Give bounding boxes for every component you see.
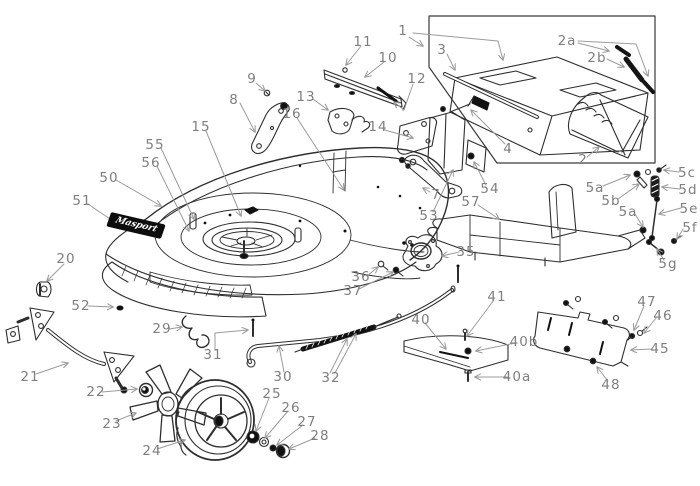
bracket-part8 [251, 89, 290, 154]
spoke-adapter-part23 [129, 364, 207, 443]
nut-part27 [269, 444, 277, 452]
baffle-part40 [403, 328, 509, 382]
frame-part57 [427, 183, 646, 267]
screw-part11 [342, 67, 348, 73]
handle-trim-bar-part10 [323, 67, 407, 111]
bearing-part22 [138, 382, 154, 398]
bolt-5f [670, 235, 682, 245]
wheel-part24 [175, 379, 255, 461]
bolt-part40a [464, 369, 472, 382]
latch-spring-part16 [351, 115, 371, 133]
arm-part7 [404, 154, 463, 199]
nut-part48 [563, 345, 571, 353]
axle-bar-part21 [5, 307, 135, 394]
deck-front-cowl [101, 261, 267, 318]
plate-part53 [427, 111, 487, 175]
spring-part32 [294, 313, 402, 353]
inset-box [428, 15, 656, 164]
screw-part41 [462, 328, 468, 341]
bolt-part36 [377, 260, 385, 268]
blade-pulley [211, 227, 283, 253]
clip-part20 [35, 281, 52, 298]
flange-part35 [402, 234, 460, 283]
bolts-46-47 [627, 326, 648, 341]
wire-clip-part29 [181, 315, 210, 349]
spring-5d [650, 175, 660, 198]
catcher-body-part2 [567, 92, 649, 159]
washer-part26 [258, 436, 270, 448]
support-rod-part3 [443, 72, 539, 119]
nut-part54 [467, 152, 475, 160]
pins-part2a-2b [615, 45, 655, 94]
pin-part31 [251, 318, 255, 337]
bolt-part37 [392, 266, 400, 274]
link-rod-5e [648, 195, 661, 242]
link-5g [645, 238, 665, 256]
clip-part4 [467, 95, 490, 111]
bracket-part13 [327, 107, 371, 135]
nut-part40b [464, 347, 472, 355]
plug-part52 [116, 305, 124, 311]
sleeve-5b [636, 176, 648, 189]
leader-lines [35, 32, 684, 449]
screw-part9 [263, 89, 271, 97]
bolts-36-37 [377, 260, 404, 277]
rod-part30 [246, 285, 456, 368]
hub-hardware-25-28 [246, 430, 291, 459]
guard-part45 [533, 295, 648, 367]
mower-deck-part50 [105, 146, 450, 296]
ball-joint-5a [633, 170, 641, 178]
